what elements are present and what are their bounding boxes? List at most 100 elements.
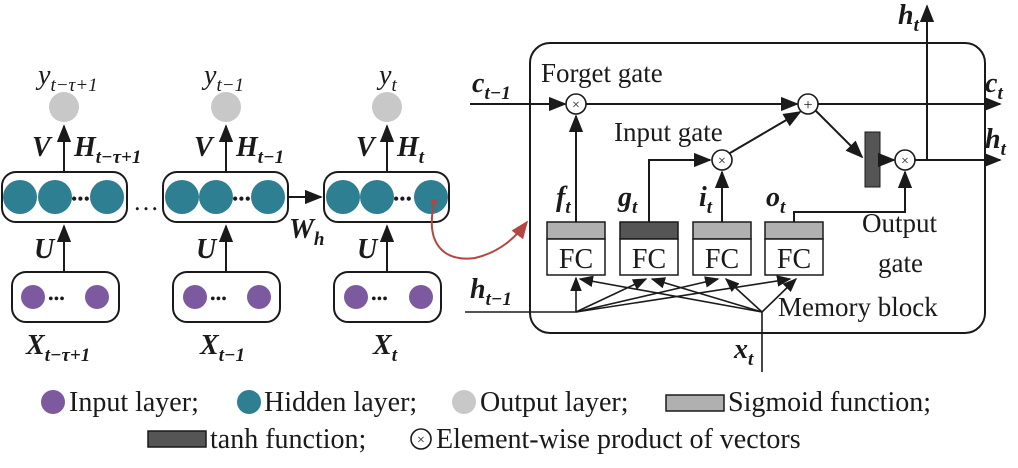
hidden-label-2: Ht−1 xyxy=(235,132,284,168)
weight-v-1: V xyxy=(32,132,53,163)
gate-o-label: ot xyxy=(766,182,786,218)
input-node xyxy=(344,285,368,309)
output-node-2 xyxy=(211,92,241,122)
sigmoid-bar xyxy=(692,221,752,240)
rnn-unrolled: yt−τ+1 V Ht−τ+1 ••• U ••• Xt−τ+1 … yt−1 … xyxy=(1,60,529,366)
input-dots: ••• xyxy=(371,291,388,308)
hidden-dots: ••• xyxy=(393,189,412,209)
legend-product-swatch xyxy=(410,428,432,450)
connector-origin xyxy=(431,199,437,205)
times-symbol: × xyxy=(718,154,726,169)
input-dots: ••• xyxy=(48,291,65,308)
h-out-top-label: ht xyxy=(898,0,920,36)
c-prev-label: ct−1 xyxy=(472,68,511,104)
legend-tanh-text: tanh function; xyxy=(210,424,366,455)
cell-to-tanh-arrow xyxy=(815,110,864,159)
input-node xyxy=(21,285,45,309)
weight-u-2: U xyxy=(196,234,218,265)
input-layer-box-2 xyxy=(172,271,281,323)
times-symbol: × xyxy=(572,98,580,113)
rnn-step-3: yt V Ht ••• U ••• Xt xyxy=(323,60,450,366)
weight-u-1: U xyxy=(34,234,56,265)
input-label-1: Xt−τ+1 xyxy=(25,330,90,366)
input-gate-label: Input gate xyxy=(614,117,723,147)
fan-line xyxy=(575,276,720,313)
output-label-2: yt−1 xyxy=(201,60,244,96)
hidden-node xyxy=(326,180,360,214)
input-label-2: Xt−1 xyxy=(199,330,245,366)
hidden-label-1: Ht−τ+1 xyxy=(73,132,141,168)
sequence-ellipsis: … xyxy=(133,187,159,216)
output-node-1 xyxy=(49,92,79,122)
input-node xyxy=(183,285,207,309)
output-gate-label-1: Output xyxy=(862,208,938,238)
times-symbol: × xyxy=(901,154,909,169)
hidden-node xyxy=(165,180,199,214)
fc-box xyxy=(619,238,679,276)
input-label-3: Xt xyxy=(372,330,398,366)
fan-line xyxy=(724,278,763,313)
input-node xyxy=(247,285,271,309)
x-in-label: xt xyxy=(733,334,754,370)
legend-input-text: Input layer; xyxy=(69,387,199,418)
lstm-memory-block: ct−1 Forget gate × + ct × ht ht Input ga… xyxy=(465,0,1007,372)
sigmoid-bar xyxy=(764,221,824,240)
fc-box xyxy=(764,238,824,276)
hidden-node xyxy=(199,180,233,214)
legend-hidden-swatch xyxy=(237,390,261,414)
tanh-bar xyxy=(619,221,679,240)
input-node xyxy=(409,285,433,309)
fc-label: FC xyxy=(777,244,811,275)
times-symbol: × xyxy=(417,433,425,448)
tanh-output-box xyxy=(864,131,881,188)
gate-g-label: gt xyxy=(617,182,638,218)
legend-sigmoid-swatch xyxy=(665,394,725,412)
fan-line xyxy=(761,277,798,313)
fan-line xyxy=(575,275,792,313)
legend-output-swatch xyxy=(452,390,476,414)
legend-product-text: Element-wise product of vectors xyxy=(436,424,801,455)
hidden-node xyxy=(251,180,285,214)
gate-o: ot FC xyxy=(764,170,913,276)
output-node-3 xyxy=(372,92,402,122)
fc-label: FC xyxy=(632,244,666,275)
plus-symbol: + xyxy=(803,97,812,114)
input-dots: ••• xyxy=(210,291,227,308)
h-prev-label: ht−1 xyxy=(470,274,512,310)
hidden-node xyxy=(38,180,72,214)
legend-hidden-text: Hidden layer; xyxy=(264,387,417,418)
rnn-step-1: yt−τ+1 V Ht−τ+1 ••• U ••• Xt−τ+1 xyxy=(1,60,141,366)
fan-line xyxy=(575,278,648,313)
weight-v-3: V xyxy=(356,132,377,163)
forget-gate-label: Forget gate xyxy=(541,58,663,88)
g-to-multiply-arrow xyxy=(648,152,712,222)
fan-line xyxy=(650,277,763,313)
legend-input-swatch xyxy=(41,390,65,414)
c-out-label: ct xyxy=(985,68,1003,104)
fan-line xyxy=(578,275,763,313)
output-gate-label-2: gate xyxy=(878,248,923,278)
weight-wh: Wh xyxy=(289,214,324,250)
output-label-3: yt xyxy=(376,60,397,96)
input-to-add-arrow xyxy=(729,111,802,154)
rnn-step-2: yt−1 V Ht−1 ••• U ••• Xt−1 xyxy=(162,60,289,366)
fc-box xyxy=(546,238,606,276)
fc-box xyxy=(692,238,752,276)
zoom-connector xyxy=(430,203,529,260)
gate-g: gt FC xyxy=(617,152,712,276)
legend-sigmoid-text: Sigmoid function; xyxy=(728,387,931,418)
input-fan xyxy=(465,275,798,372)
input-layer-box-3 xyxy=(333,271,442,323)
input-layer-box-1 xyxy=(11,271,120,323)
input-multiply-node xyxy=(711,149,733,171)
gate-i: it FC xyxy=(692,170,752,276)
hidden-dots: ••• xyxy=(232,189,251,209)
gate-f-label: ft xyxy=(556,182,571,218)
hidden-node-highlighted xyxy=(414,180,448,214)
h-out-right-label: ht xyxy=(985,124,1007,160)
legend-tanh-swatch xyxy=(147,430,207,448)
hidden-node xyxy=(3,180,37,214)
memory-block-label: Memory block xyxy=(778,292,938,322)
